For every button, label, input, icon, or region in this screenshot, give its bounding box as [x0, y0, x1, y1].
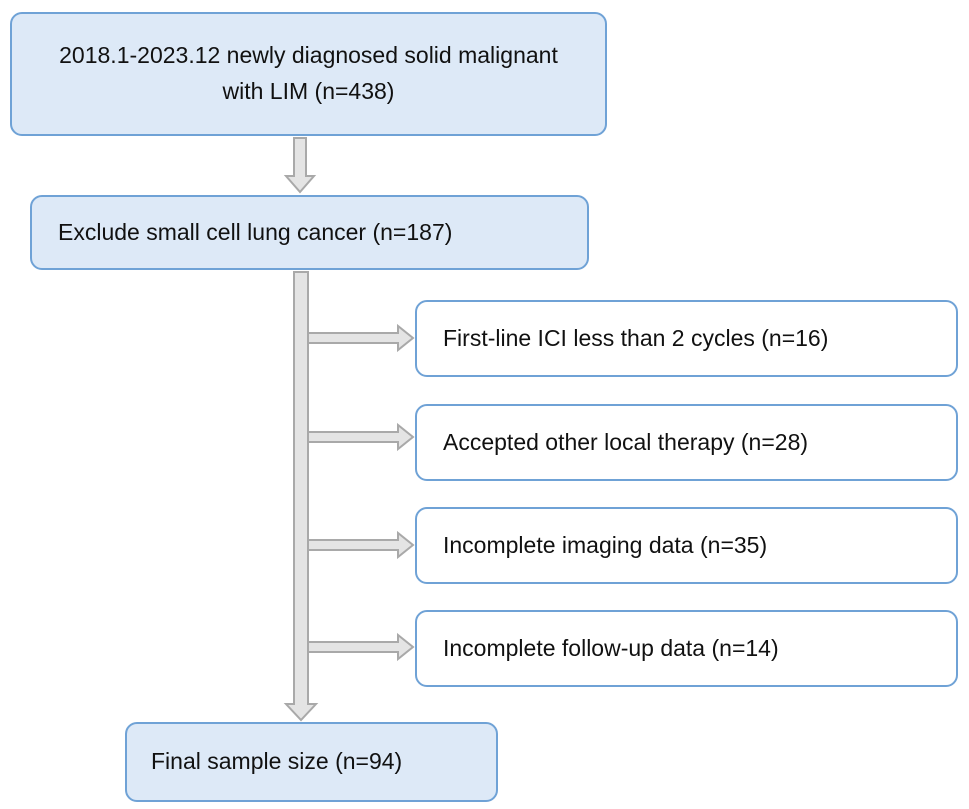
- arrow-right-exclusion-1: [307, 323, 415, 353]
- arrow-right-exclusion-4: [307, 632, 415, 662]
- exclusion-text: First-line ICI less than 2 cycles (n=16): [443, 324, 829, 351]
- start-box: 2018.1-2023.12 newly diagnosed solid mal…: [10, 12, 607, 136]
- start-box-text: 2018.1-2023.12 newly diagnosed solid mal…: [59, 42, 558, 104]
- arrow-right-exclusion-3: [307, 530, 415, 560]
- final-sample-box: Final sample size (n=94): [125, 722, 498, 802]
- exclusion-box-ici-cycles: First-line ICI less than 2 cycles (n=16): [415, 300, 958, 377]
- exclusion-text: Accepted other local therapy (n=28): [443, 428, 809, 455]
- exclusion-text: Incomplete follow-up data (n=14): [443, 634, 779, 661]
- exclusion-text: Incomplete imaging data (n=35): [443, 531, 768, 558]
- exclusion-box-local-therapy: Accepted other local therapy (n=28): [415, 404, 958, 481]
- arrow-down-start-to-exclude: [283, 137, 317, 194]
- exclusion-box-follow-up-data: Incomplete follow-up data (n=14): [415, 610, 958, 687]
- final-sample-text: Final sample size (n=94): [151, 748, 403, 775]
- exclude-sclc-text: Exclude small cell lung cancer (n=187): [58, 218, 453, 245]
- exclude-sclc-box: Exclude small cell lung cancer (n=187): [30, 195, 589, 270]
- exclusion-box-imaging-data: Incomplete imaging data (n=35): [415, 507, 958, 584]
- arrow-right-exclusion-2: [307, 422, 415, 452]
